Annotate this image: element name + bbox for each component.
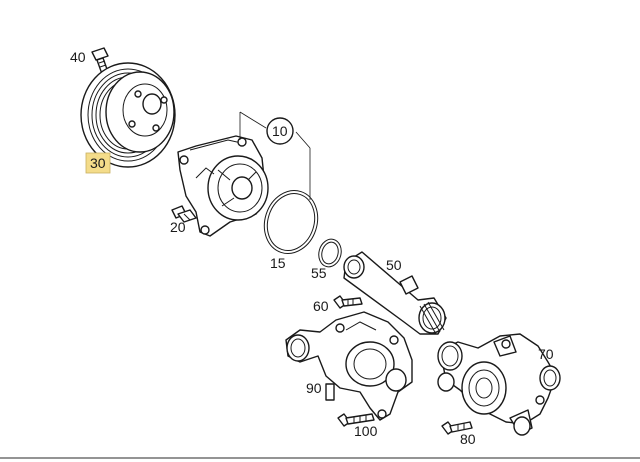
callout-15[interactable]: 15 [270, 255, 286, 271]
part-20-bolt[interactable] [171, 205, 197, 223]
part-55-ring[interactable] [316, 237, 344, 270]
callout-30[interactable]: 30 [90, 155, 106, 171]
callout-60[interactable]: 60 [313, 298, 329, 314]
callout-10-bracket [239, 111, 311, 200]
part-70-coolant-housing[interactable] [437, 333, 561, 436]
part-30-pulley[interactable] [80, 62, 176, 168]
part-90-thermostat-housing[interactable] [285, 311, 413, 421]
callout-80[interactable]: 80 [460, 431, 476, 447]
callout-10-circle [266, 117, 294, 145]
callout-50[interactable]: 50 [386, 257, 402, 273]
callout-10[interactable]: 10 [272, 123, 288, 139]
callout-55[interactable]: 55 [311, 265, 327, 281]
callout-100[interactable]: 100 [354, 423, 378, 439]
callout-90[interactable]: 90 [306, 380, 322, 396]
part-10-water-pump[interactable] [177, 135, 269, 237]
callout-70[interactable]: 70 [538, 346, 554, 362]
callout-30-highlight [85, 152, 111, 174]
callout-20[interactable]: 20 [170, 219, 186, 235]
part-80-bolt[interactable] [441, 421, 473, 435]
part-60-bolt[interactable] [333, 295, 363, 309]
callout-40[interactable]: 40 [70, 49, 86, 65]
part-50-pipe[interactable] [343, 251, 447, 335]
part-100-bolt[interactable] [337, 413, 375, 427]
part-15-gasket[interactable] [256, 184, 325, 261]
